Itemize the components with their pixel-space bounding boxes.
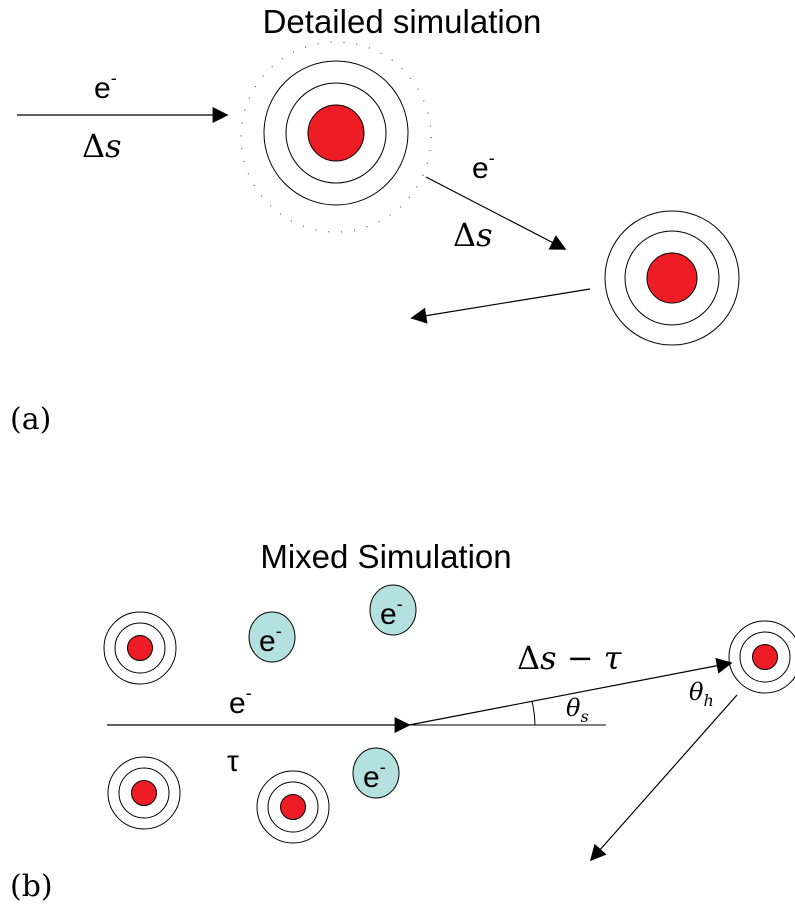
panel-a-title: Detailed simulation [263, 3, 542, 40]
incoming-electron-label: e- [94, 68, 117, 105]
atom-nucleus [307, 104, 365, 162]
atom-b-right [728, 620, 795, 694]
step-length-label-2: Δs [453, 216, 493, 254]
svg-text:e-: e- [259, 621, 282, 658]
atom-a2 [604, 210, 740, 346]
deflected-electron-arrow [408, 657, 733, 726]
atom-outer-shell [263, 60, 409, 206]
svg-text:e-: e- [380, 594, 403, 631]
atom-a1 [240, 41, 432, 233]
atom-nucleus [131, 780, 157, 806]
incoming-electron-label: e- [229, 683, 252, 720]
free-electron-2: e- [369, 584, 417, 636]
outgoing-electron-arrow [410, 288, 591, 324]
theta-s-arc [531, 700, 536, 726]
theta-h-label: θh [689, 678, 714, 710]
theta-s-label: θs [566, 694, 589, 726]
panel-a-label: (a) [10, 402, 51, 437]
atom-b-bottom-left [107, 756, 181, 830]
atom-b-bottom-middle [256, 770, 330, 844]
atom-b-top-left [103, 611, 177, 685]
step-length-label-1: Δs [82, 127, 122, 165]
step-remaining-label: Δs − τ [517, 639, 623, 677]
atom-nucleus [752, 644, 778, 670]
panel-b-title: Mixed Simulation [260, 538, 511, 575]
atom-outer-shell [604, 210, 740, 346]
hard-scatter-arrow [589, 694, 738, 862]
tau-label: τ [227, 745, 239, 778]
panel-b-label: (b) [10, 869, 53, 904]
atom-halo-dotted [240, 41, 432, 233]
atom-inner-shell [624, 230, 720, 326]
atom-nucleus [646, 252, 698, 304]
atom-inner-shell [285, 82, 387, 184]
scattered-electron-arrow [425, 176, 567, 250]
atom-nucleus [127, 635, 153, 661]
free-electron-1: e- [248, 611, 296, 663]
atom-nucleus [280, 794, 306, 820]
scattered-electron-label: e- [472, 148, 495, 185]
svg-text:e-: e- [363, 757, 386, 794]
free-electron-3: e- [352, 747, 400, 799]
